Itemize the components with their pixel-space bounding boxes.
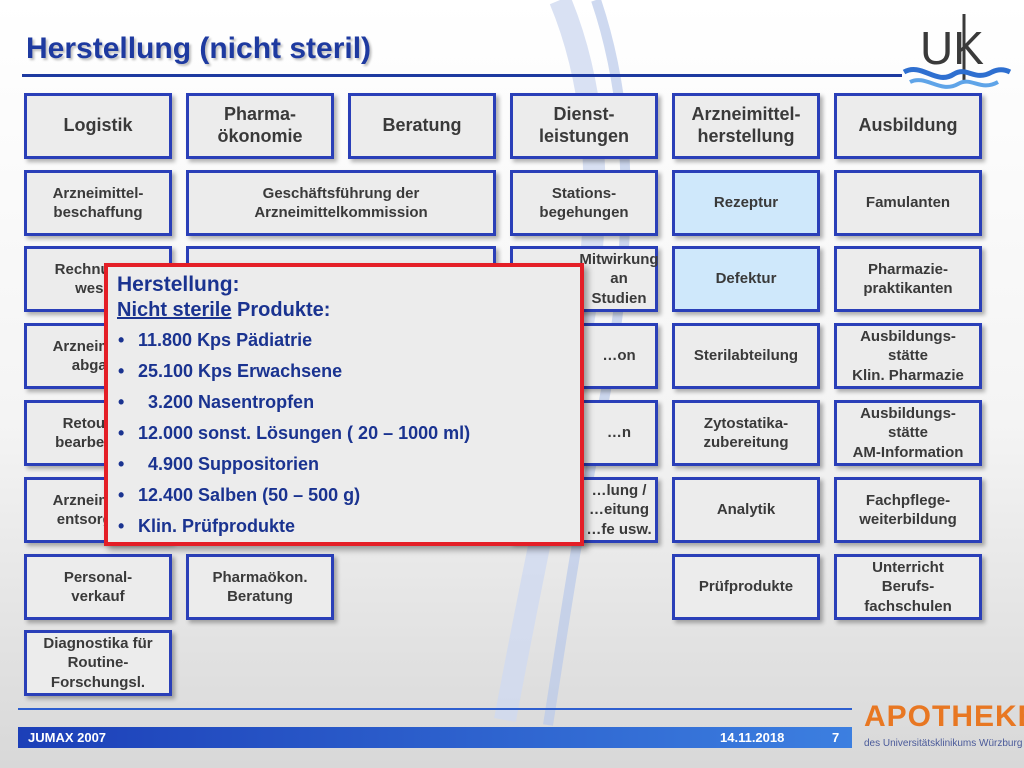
logistik-item[interactable]: Personal- verkauf [24, 554, 172, 620]
apotheke-logo-subtitle: des Universitätsklinikums Würzburg [864, 738, 1023, 749]
footer-author: JUMAX 2007 [28, 730, 107, 745]
dienstleistungen-item[interactable]: Stations- begehungen [510, 170, 658, 236]
popup-list-item: 12.000 sonst. Lösungen ( 20 – 1000 ml) [117, 418, 570, 449]
apotheke-logo-word: APOTHEKE [864, 700, 1024, 733]
column-header-logistik[interactable]: Logistik [24, 93, 172, 159]
geschaeftsfuehrung-box[interactable]: Geschäftsführung der Arzneimittelkommiss… [186, 170, 496, 236]
footer-page-number: 7 [832, 730, 840, 745]
popup-list-item: 11.800 Kps Pädiatrie [117, 325, 570, 356]
popup-title: Herstellung: [117, 273, 240, 296]
popup-list-item: 3.200 Nasentropfen [117, 387, 570, 418]
column-header-beratung[interactable]: Beratung [348, 93, 496, 159]
footer-rule [18, 708, 852, 710]
popup-subtitle-rest: Produkte: [231, 299, 331, 321]
ausbildung-item[interactable]: Pharmazie- praktikanten [834, 246, 982, 312]
ukw-logo-text: UK [920, 22, 984, 74]
column-header-pharmaoekonomie[interactable]: Pharma- ökonomie [186, 93, 334, 159]
popup-subtitle-underlined: Nicht sterile [117, 299, 232, 321]
ausbildung-item[interactable]: Ausbildungs- stätte AM-Information [834, 400, 982, 466]
popup-list: 11.800 Kps Pädiatrie 25.100 Kps Erwachse… [117, 325, 570, 542]
ausbildung-item[interactable]: Ausbildungs- stätte Klin. Pharmazie [834, 323, 982, 389]
herstellung-popup: Herstellung: Nicht sterile Produkte: 11.… [104, 263, 584, 546]
ausbildung-item[interactable]: Famulanten [834, 170, 982, 236]
apotheke-logo: APOTHEKE des Universitätsklinikums Würzb… [864, 700, 1024, 756]
ausbildung-item[interactable]: Fachpflege- weiterbildung [834, 477, 982, 543]
column-header-arzneimittelherstellung[interactable]: Arzneimittel- herstellung [672, 93, 820, 159]
herstellung-item-analytik[interactable]: Analytik [672, 477, 820, 543]
footer-date: 14.11.2018 [720, 730, 785, 745]
footer-bar: JUMAX 2007 14.11.2018 7 [18, 727, 852, 748]
logistik-item[interactable]: Arzneimittel- beschaffung [24, 170, 172, 236]
herstellung-item-zytostatika[interactable]: Zytostatika- zubereitung [672, 400, 820, 466]
popup-list-item: 12.400 Salben (50 – 500 g) [117, 480, 570, 511]
ukw-logo: UK [902, 14, 1012, 89]
slide-title: Herstellung (nicht steril) [26, 32, 372, 65]
column-header-dienstleistungen[interactable]: Dienst- leistungen [510, 93, 658, 159]
herstellung-item-pruefprodukte[interactable]: Prüfprodukte [672, 554, 820, 620]
herstellung-item-rezeptur[interactable]: Rezeptur [672, 170, 820, 236]
herstellung-item-sterilabteilung[interactable]: Sterilabteilung [672, 323, 820, 389]
popup-list-item: 4.900 Suppositorien [117, 449, 570, 480]
pharmaoekonomie-item[interactable]: Pharmaökon. Beratung [186, 554, 334, 620]
ausbildung-item[interactable]: Unterricht Berufs- fachschulen [834, 554, 982, 620]
popup-list-item: 25.100 Kps Erwachsene [117, 356, 570, 387]
column-header-ausbildung[interactable]: Ausbildung [834, 93, 982, 159]
title-underline [22, 74, 902, 77]
popup-subtitle: Nicht sterile Produkte: [117, 297, 570, 323]
popup-list-item: Klin. Prüfprodukte [117, 511, 570, 542]
logistik-item[interactable]: Diagnostika für Routine- Forschungsl. [24, 630, 172, 696]
herstellung-item-defektur[interactable]: Defektur [672, 246, 820, 312]
